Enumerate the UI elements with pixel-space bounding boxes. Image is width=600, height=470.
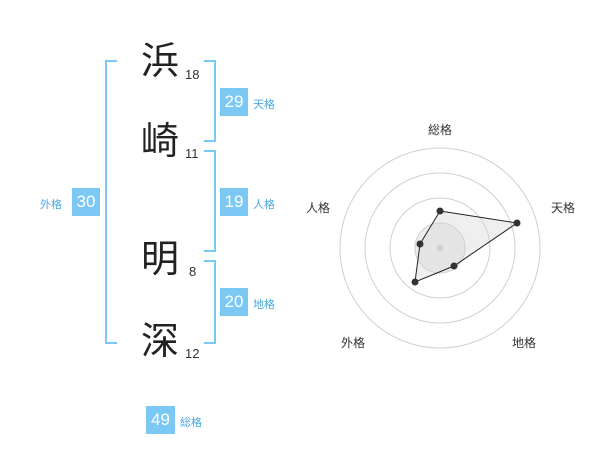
chikaku-value-badge: 20 (220, 288, 248, 316)
tenkaku-label: 天格 (253, 98, 275, 111)
radar-axis-label-soukaku: 総格 (428, 122, 452, 137)
gaikaku-value-badge: 30 (72, 188, 100, 216)
radar-ring-2 (389, 197, 491, 299)
chikaku-label: 地格 (253, 298, 275, 311)
radar-ring-3 (364, 172, 516, 324)
stroke-count-3: 8 (189, 264, 197, 279)
name-char-1: 浜 (141, 39, 180, 83)
stroke-count-2: 11 (185, 146, 199, 161)
stroke-count-4: 12 (185, 346, 200, 361)
name-char-4: 深 (141, 319, 180, 363)
tenkaku-value-badge: 29 (220, 88, 248, 116)
soukaku-label: 総格 (180, 416, 202, 429)
radar-axis-label-tenkaku: 天格 (551, 200, 575, 215)
radar-axis-label-gaikaku: 外格 (341, 335, 365, 350)
radar-polygon (414, 210, 519, 283)
soukaku-value-badge: 49 (146, 406, 175, 434)
jinkaku-label: 人格 (253, 198, 275, 211)
radar-ring-4 (339, 147, 541, 349)
gaikaku-bracket (105, 60, 117, 344)
chikaku-bracket (204, 260, 216, 344)
radar-axis-label-jinkaku: 人格 (306, 200, 330, 215)
radar-point-tenkaku (513, 219, 521, 227)
radar-center-dot (437, 245, 443, 251)
radar-point-chikaku (450, 262, 458, 270)
radar-point-gaikaku (411, 278, 419, 286)
radar-axis-label-chikaku: 地格 (512, 335, 536, 350)
radar-point-soukaku (436, 207, 444, 215)
tenkaku-bracket (204, 60, 216, 142)
stroke-count-1: 18 (185, 67, 200, 82)
radar-point-jinkaku (416, 240, 424, 248)
name-char-3: 明 (141, 237, 180, 281)
gaikaku-label: 外格 (40, 198, 62, 211)
jinkaku-bracket (204, 150, 216, 252)
name-char-2: 崎 (141, 119, 180, 163)
jinkaku-value-badge: 19 (220, 188, 248, 216)
